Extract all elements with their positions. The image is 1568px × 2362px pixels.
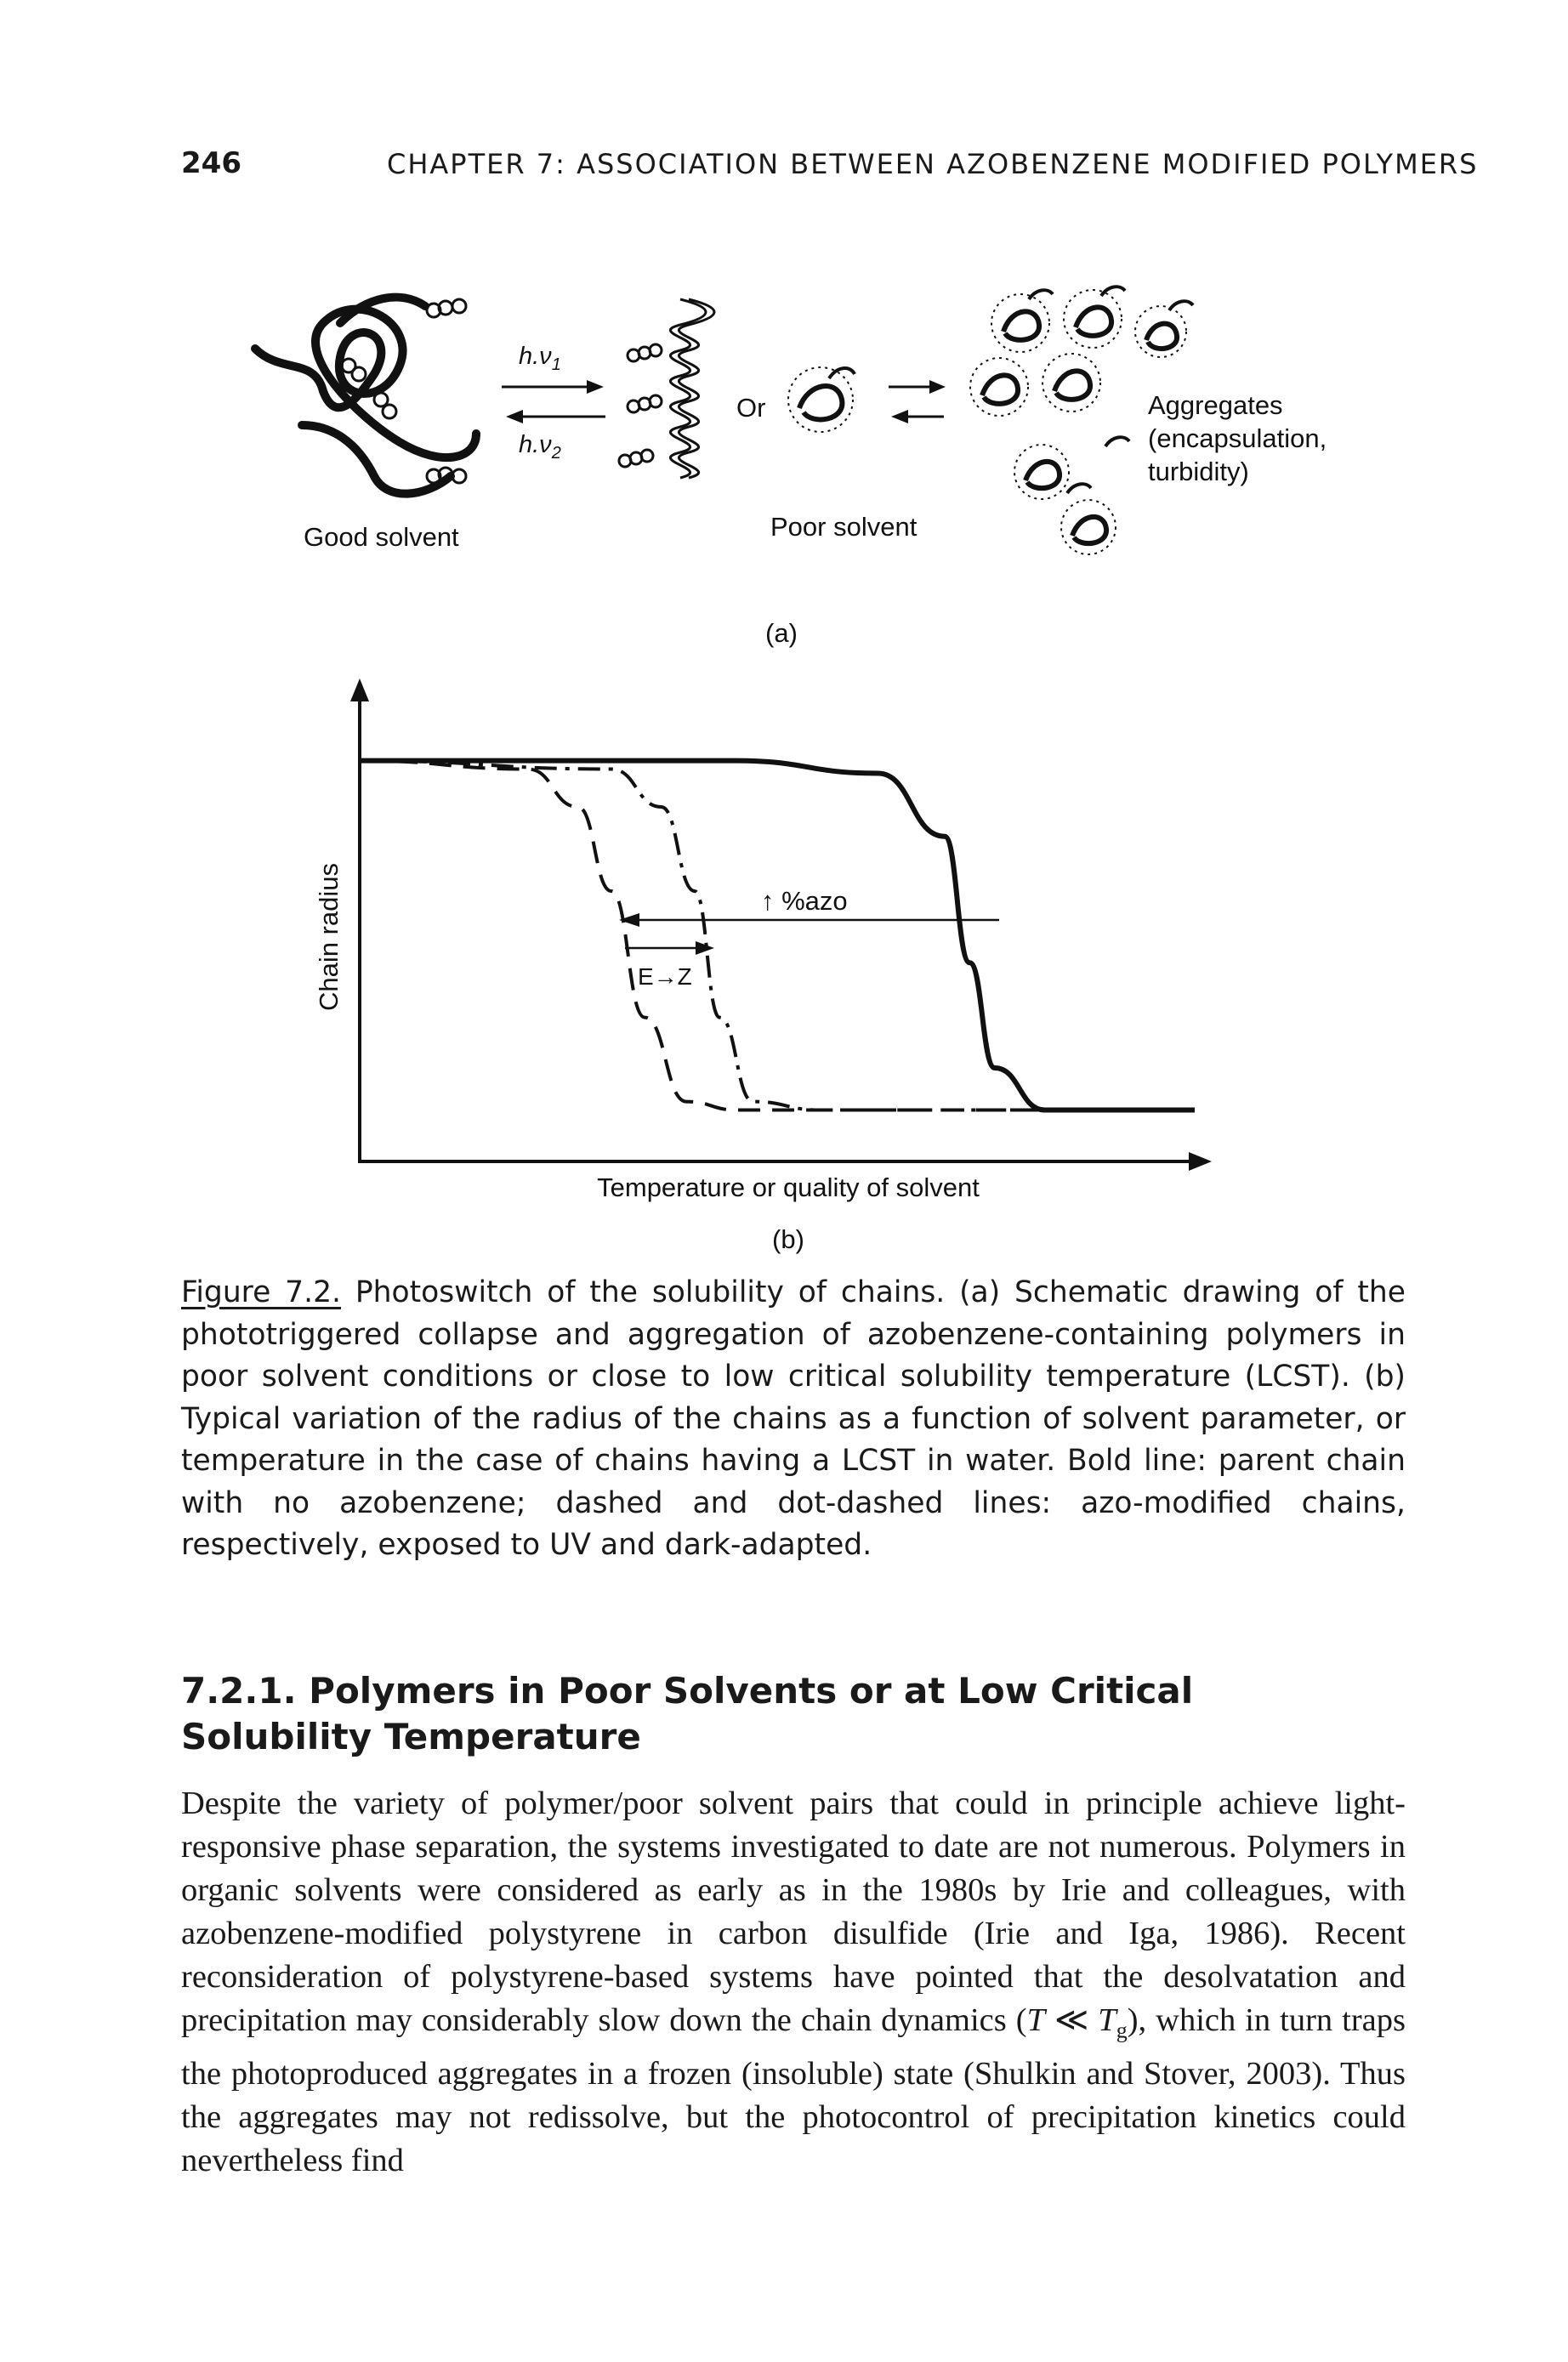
hv2-label: h.ν2: [519, 431, 561, 463]
section-title-line2: Solubility Temperature: [181, 1716, 641, 1757]
single-globule: [787, 366, 856, 433]
aggregation-arrows: [889, 380, 946, 423]
chart-axes: [350, 679, 1212, 1171]
panel-b-label: (b): [772, 1224, 804, 1254]
body-paragraph: Despite the variety of polymer/poor solv…: [181, 1782, 1406, 2183]
or-label: Or: [736, 393, 765, 423]
poor-solvent-label: Poor solvent: [770, 512, 918, 542]
chart-annotations: ↑ %azo E→Z: [619, 886, 999, 990]
collapsed-chain-helix: [669, 298, 716, 480]
section-heading: 7.2.1. Polymers in Poor Solvents or at L…: [181, 1668, 1406, 1760]
x-axis-arrowhead: [1189, 1152, 1212, 1171]
x-axis-label: Temperature or quality of solvent: [597, 1172, 980, 1202]
aggregates-label-line1: Aggregates: [1148, 390, 1283, 420]
paragraph-1: Despite the variety of polymer/poor solv…: [181, 1782, 1406, 2183]
figure-panel-a: Good solvent h.ν1 h.ν2 Or: [251, 285, 1327, 648]
symbol-much-less: ≪: [1044, 2002, 1099, 2038]
aggregates-cluster: [969, 285, 1195, 555]
subscript-g: g: [1116, 2018, 1128, 2043]
y-axis-arrowhead: [350, 679, 369, 701]
paragraph-1-part-a: Despite the variety of polymer/poor solv…: [181, 1786, 1406, 2038]
good-solvent-label: Good solvent: [304, 522, 459, 552]
hv1-label: h.ν1: [519, 343, 561, 374]
aggregates-label-line3: turbidity): [1148, 457, 1249, 486]
polymer-coil-good-solvent: [251, 292, 480, 498]
y-axis-label: Chain radius: [314, 863, 344, 1011]
azobenzene-groups-collapsed: [617, 343, 663, 468]
panel-a-label: (a): [765, 618, 798, 648]
caption-text: Photoswitch of the solubility of chains.…: [181, 1275, 1406, 1562]
azobenzene-groups-good-solvent: [340, 298, 468, 485]
series-line-dashed: [361, 758, 1195, 1112]
figure-panel-b-chart: ↑ %azo E→Z Chain radius Temperature or q…: [314, 679, 1212, 1254]
series-line-bold-solid: [361, 758, 1195, 1113]
ez-annotation: E→Z: [638, 963, 692, 990]
section-title-line1: 7.2.1. Polymers in Poor Solvents or at L…: [181, 1670, 1194, 1712]
photoswitch-arrows: h.ν1 h.ν2: [502, 343, 605, 463]
aggregates-label-line2: (encapsulation,: [1148, 423, 1327, 453]
symbol-T: T: [1026, 2002, 1045, 2038]
figure-caption: Figure 7.2. Photoswitch of the solubilit…: [181, 1272, 1406, 1567]
figure-label: Figure 7.2.: [181, 1275, 342, 1309]
running-title: CHAPTER 7: ASSOCIATION BETWEEN AZOBENZEN…: [387, 148, 1479, 180]
azo-annotation: ↑ %azo: [761, 886, 848, 916]
symbol-Tg: T: [1098, 2002, 1116, 2038]
page-number: 246: [181, 146, 241, 180]
series-line-dot-dashed: [361, 758, 1195, 1112]
paragraph-1-part-b: ), which in turn traps the photoproduced…: [181, 2002, 1406, 2178]
